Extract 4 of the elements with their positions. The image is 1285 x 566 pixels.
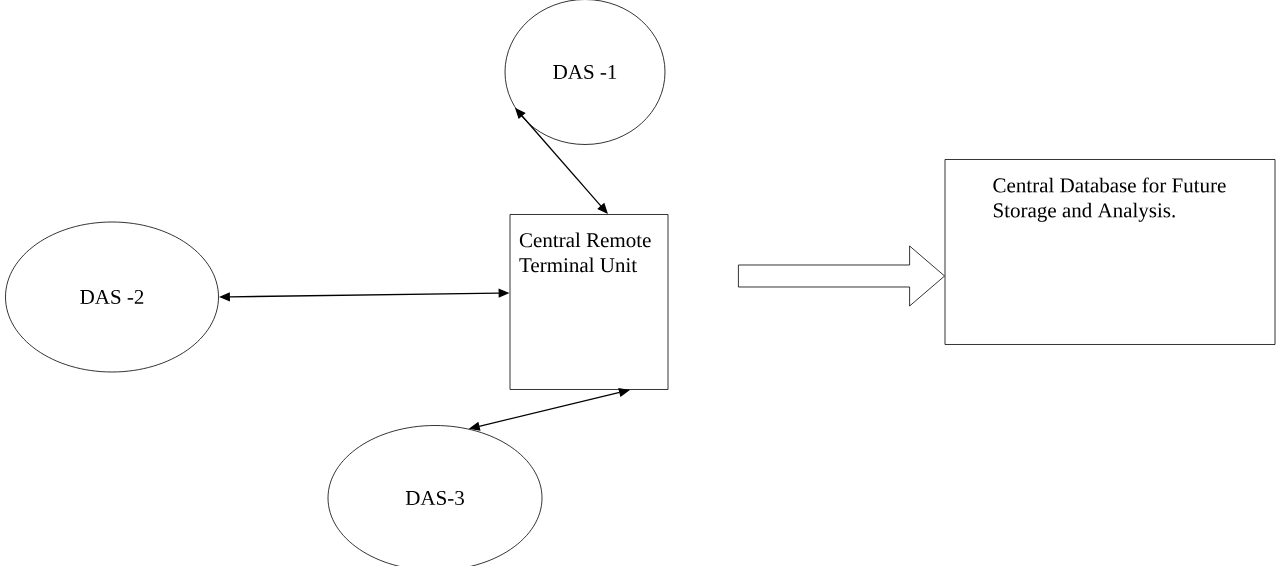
ellipse-node: DAS -2: [5, 221, 219, 373]
process-box: Central Remote Terminal Unit: [509, 214, 669, 390]
process-box: Central Database for Future Storage and Analysis.: [944, 159, 1276, 345]
block-arrow: [738, 245, 945, 307]
